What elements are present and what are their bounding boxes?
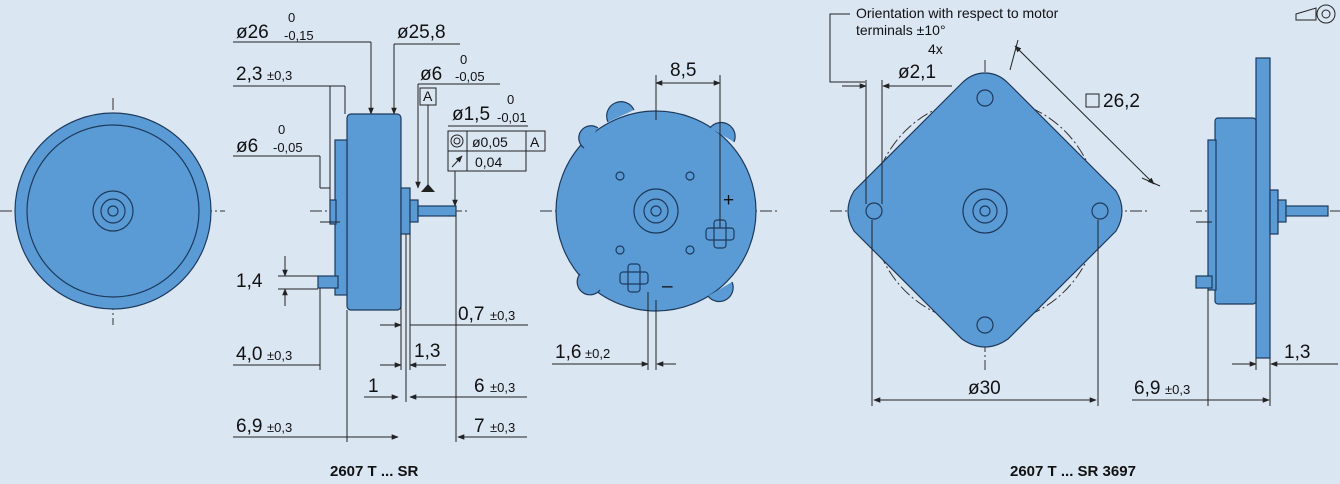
terminal-minus: – — [662, 276, 673, 297]
dim-d2-1: ø2,1 — [898, 62, 936, 83]
dim-d6-upper-tol-lo: -0,05 — [455, 69, 485, 84]
dim-d6-upper-tol-hi: 0 — [460, 52, 467, 67]
dim-d25-8: ø25,8 — [397, 22, 446, 43]
hole-count: 4x — [928, 41, 943, 57]
concentricity-tol: ø0,05 — [472, 134, 508, 150]
dim-d6-upper: ø6 — [420, 64, 442, 85]
dim-2-3-tol: ±0,3 — [267, 68, 292, 83]
dim-d30: ø30 — [968, 378, 1001, 399]
projection-symbol-icon — [1295, 4, 1336, 24]
flange-side-view: 1,3 6,9 ±0,3 2607 T ... SR 3697 — [1010, 4, 1340, 480]
dim-7: 7 — [474, 416, 485, 437]
dim-6-9-flange: 6,9 — [1134, 378, 1160, 399]
flange-view: Orientation with respect to motor termin… — [829, 5, 1161, 406]
dim-d26-tol-hi: 0 — [288, 10, 295, 25]
dim-d6-left-tol-hi: 0 — [278, 122, 285, 137]
orientation-note-2: terminals ±10° — [856, 22, 946, 38]
caption-right: 2607 T ... SR 3697 — [1010, 463, 1136, 480]
rear-view: + – 8,5 1,6 ±0,2 — [540, 60, 778, 370]
side-view: ø26 0 -0,15 ø25,8 2,3 ±0,3 ø6 0 -0,05 A … — [233, 10, 546, 480]
dim-d26: ø26 — [236, 22, 269, 43]
dim-d6-left: ø6 — [236, 136, 258, 157]
terminal-plus: + — [723, 190, 734, 211]
dim-6-9-flange-tol: ±0,3 — [1165, 382, 1190, 397]
dim-d6-left-tol-lo: -0,05 — [273, 140, 303, 155]
orientation-note: Orientation with respect to motor — [856, 5, 1059, 21]
dim-1-6-tol: ±0,2 — [585, 346, 610, 361]
dim-1-6: 1,6 — [555, 342, 581, 363]
front-view — [0, 98, 225, 325]
dim-6-9: 6,9 — [236, 416, 262, 437]
caption-left: 2607 T ... SR — [330, 463, 419, 480]
dim-6: 6 — [474, 376, 485, 397]
dim-d26-tol-lo: -0,15 — [284, 28, 314, 43]
dim-0-7: 0,7 — [458, 304, 484, 325]
dim-7-tol: ±0,3 — [490, 420, 515, 435]
dim-square-26-2: 26,2 — [1103, 91, 1140, 112]
dim-1: 1 — [368, 376, 379, 397]
dim-d1-5: ø1,5 — [452, 104, 490, 125]
dim-1-4: 1,4 — [236, 271, 263, 292]
datum-a: A — [423, 88, 433, 104]
dim-0-7-tol: ±0,3 — [490, 308, 515, 323]
dim-2-3: 2,3 — [236, 64, 262, 85]
dim-6-tol: ±0,3 — [490, 380, 515, 395]
dim-1-3: 1,3 — [414, 341, 440, 362]
dim-8-5: 8,5 — [670, 60, 696, 81]
dim-6-9-tol: ±0,3 — [267, 420, 292, 435]
dim-4-0-tol: ±0,3 — [267, 348, 292, 363]
dim-d1-5-tol-lo: -0,01 — [497, 110, 527, 125]
runout-tol: 0,04 — [475, 154, 502, 170]
dim-4-0: 4,0 — [236, 344, 262, 365]
dim-1-3-flange: 1,3 — [1284, 342, 1310, 363]
dim-d1-5-tol-hi: 0 — [507, 92, 514, 107]
concentricity-ref: A — [530, 134, 540, 150]
